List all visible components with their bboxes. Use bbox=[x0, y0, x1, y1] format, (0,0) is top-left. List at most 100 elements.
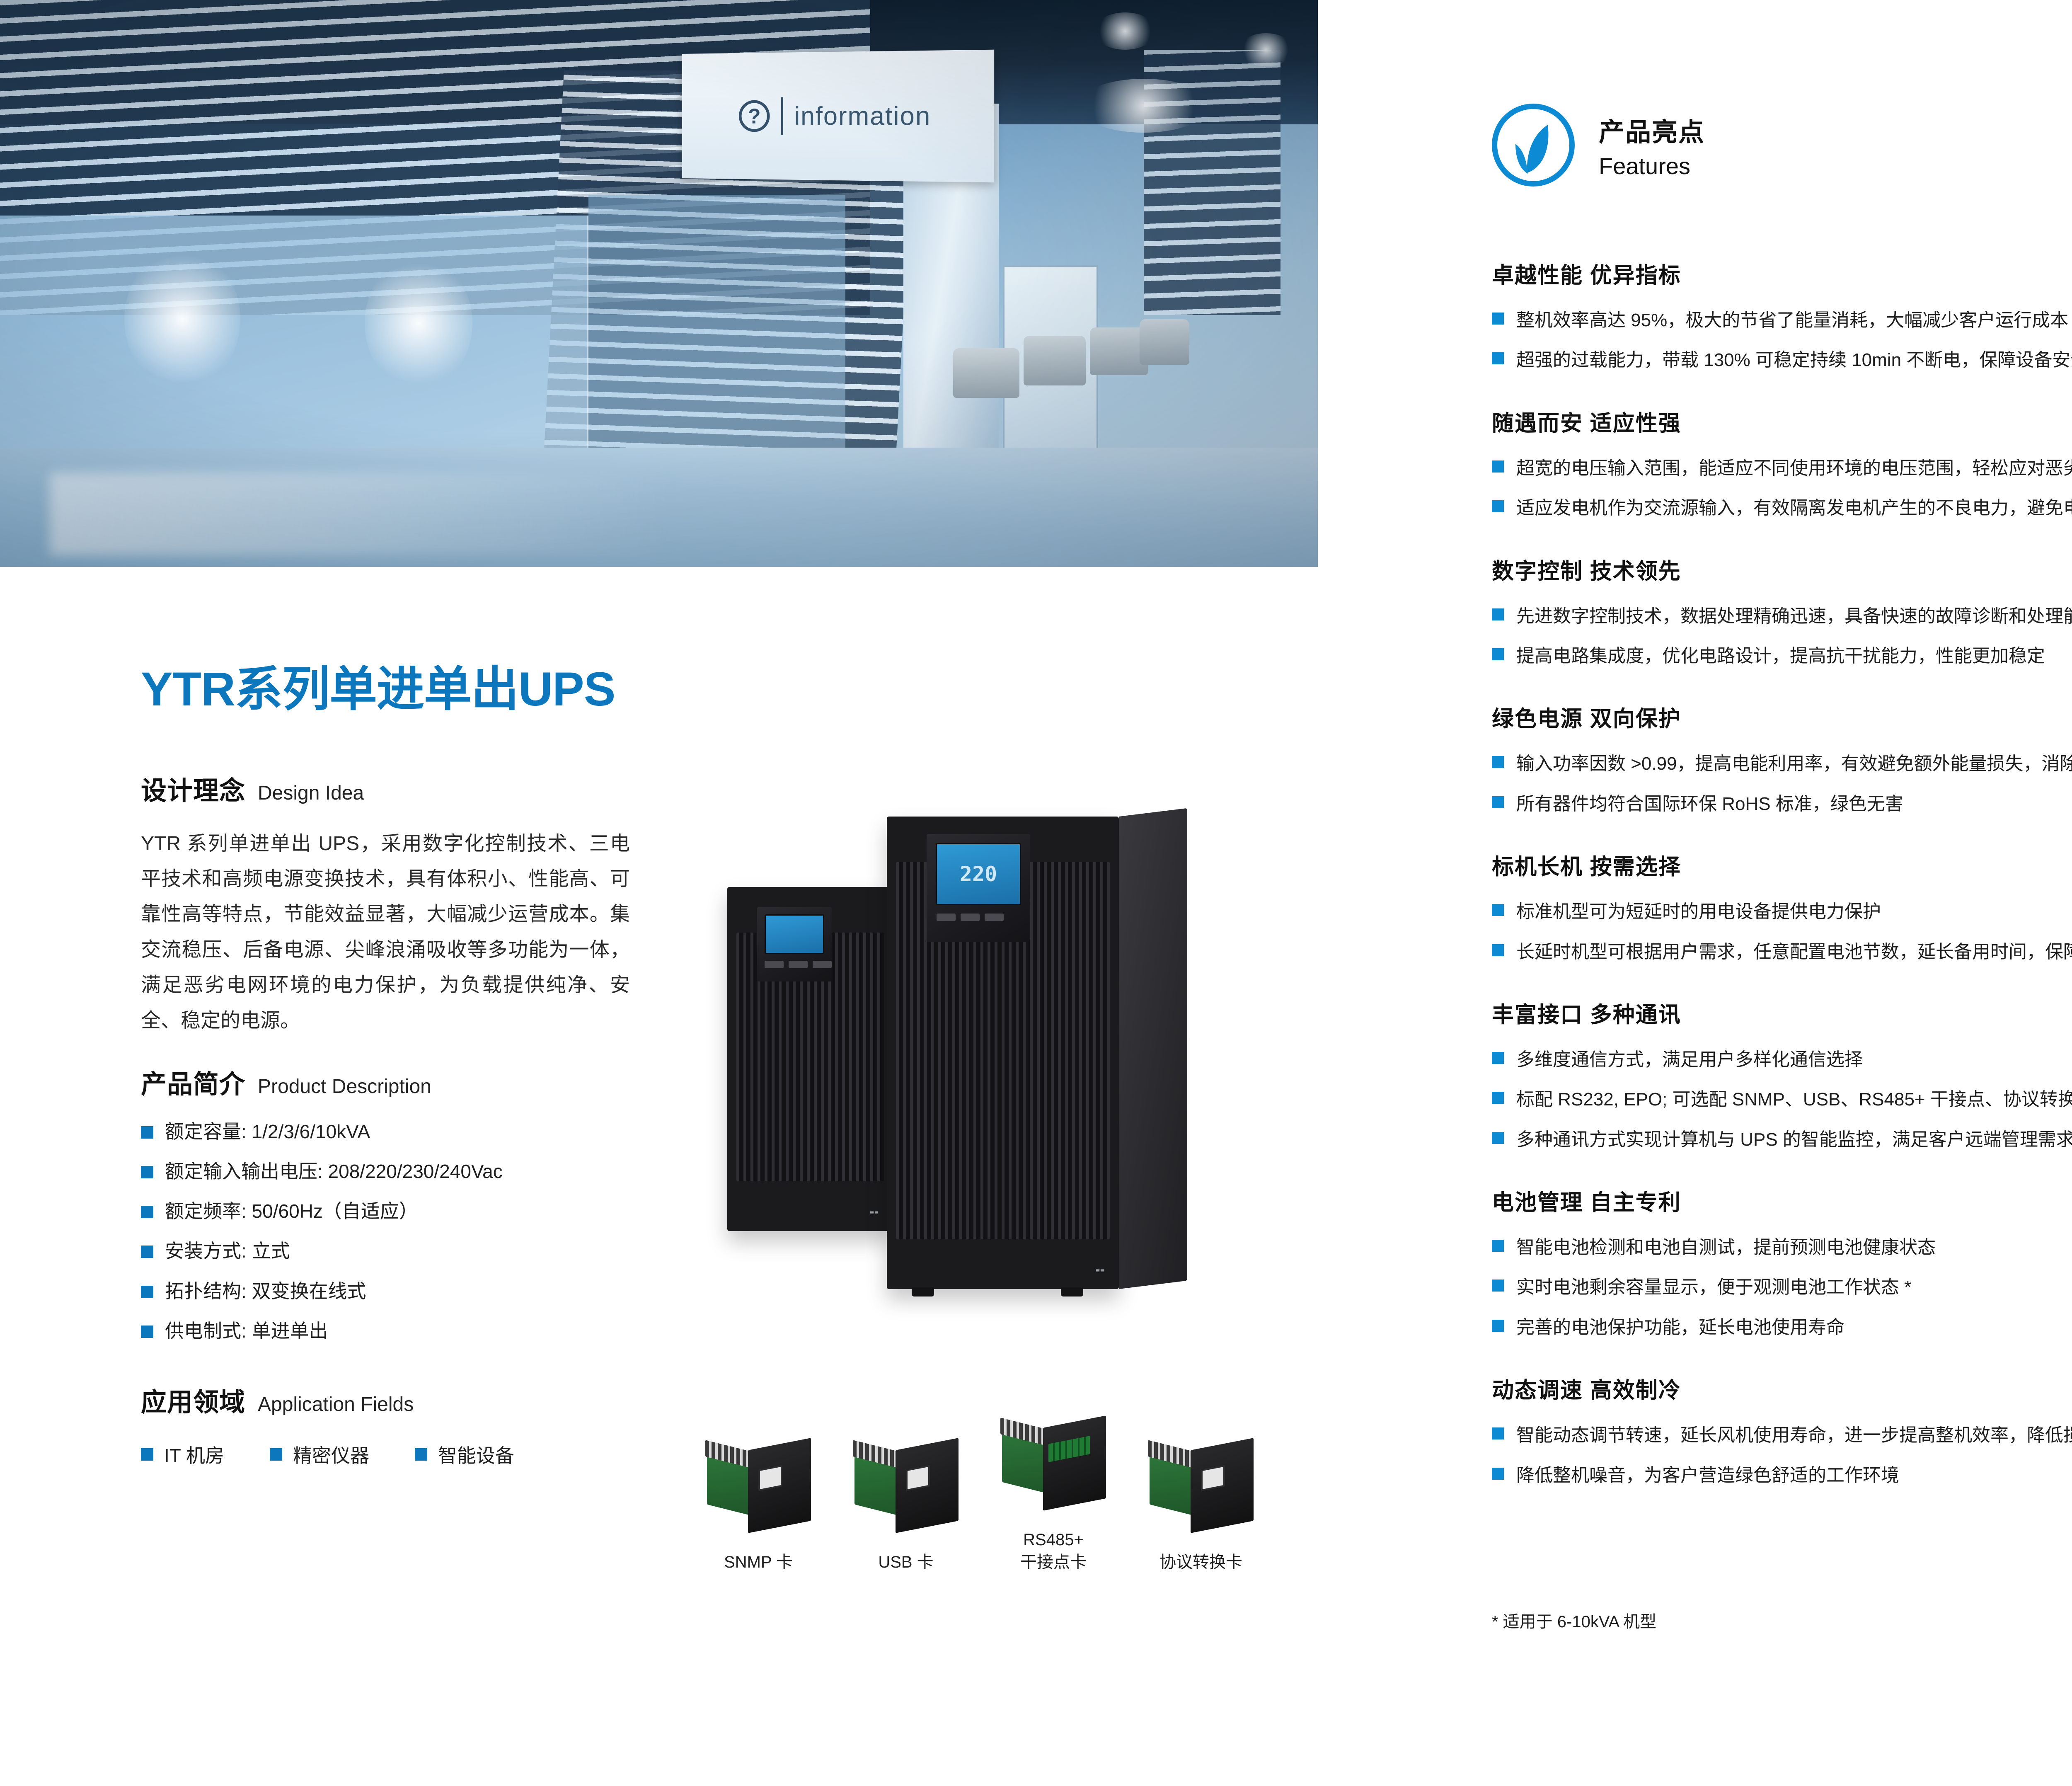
square-bullet-icon bbox=[1492, 904, 1504, 916]
accessory-card-label: RS485+ 干接点卡 bbox=[1020, 1531, 1087, 1571]
square-bullet-icon bbox=[1492, 648, 1504, 660]
square-bullet-icon bbox=[1492, 1240, 1504, 1252]
application-field-label: 精密仪器 bbox=[293, 1444, 369, 1466]
ups-button[interactable] bbox=[985, 914, 1004, 921]
feature-text: 标配 RS232, EPO; 可选配 SNMP、USB、RS485+ 干接点、协… bbox=[1516, 1089, 2072, 1110]
list-item: 长延时机型可根据用户需求，任意配置电池节数，延长备用时间，保障设备用电不间断需求 bbox=[1492, 938, 2072, 967]
ups-unit-large: 220 ≡≡ bbox=[887, 808, 1187, 1296]
spec-text: 拓扑结构: 双变换在线式 bbox=[165, 1280, 366, 1302]
square-bullet-icon bbox=[1492, 608, 1504, 620]
feature-text: 超强的过载能力，带载 130% 可稳定持续 10min 不断电，保障设备安全正常… bbox=[1516, 350, 2072, 371]
brand-logo: ≡≡ bbox=[1096, 1267, 1105, 1275]
page-title: YTR系列单进单出UPS bbox=[141, 663, 615, 716]
square-bullet-icon bbox=[1492, 460, 1504, 473]
application-fields-heading: 应用领域 Application Fields bbox=[141, 1381, 630, 1418]
list-item: 完善的电池保护功能，延长电池使用寿命 bbox=[1492, 1313, 2072, 1342]
design-idea-heading: 设计理念 Design Idea bbox=[141, 770, 630, 807]
feature-text: 实时电池剩余容量显示，便于观测电池工作状态 * bbox=[1516, 1277, 1912, 1298]
feature-text: 降低整机噪音，为客户营造绿色舒适的工作环境 bbox=[1516, 1465, 1899, 1486]
feature-group-title: 电池管理 自主专利 bbox=[1492, 1190, 1681, 1215]
ups-button-row bbox=[765, 961, 832, 968]
square-bullet-icon bbox=[141, 1448, 153, 1461]
ups-foot bbox=[912, 1287, 934, 1296]
list-item: 提高电路集成度，优化电路设计，提高抗干扰能力，性能更加稳定 bbox=[1492, 642, 2072, 671]
list-item: 整机效率高达 95%，极大的节省了能量消耗，大幅减少客户运行成本 bbox=[1492, 306, 2072, 335]
usb-card-image bbox=[852, 1432, 960, 1533]
design-idea-heading-en: Design Idea bbox=[258, 782, 364, 804]
ups-button[interactable] bbox=[765, 961, 784, 968]
feature-text: 智能动态调节转速，延长风机使用寿命，进一步提高整机效率，降低损耗 bbox=[1516, 1425, 2072, 1446]
ups-side-panel bbox=[1119, 808, 1187, 1289]
list-item: 智能电池检测和电池自测试，提前预测电池健康状态 bbox=[1492, 1233, 2072, 1262]
feature-text: 长延时机型可根据用户需求，任意配置电池节数，延长备用时间，保障设备用电不间断需求 bbox=[1516, 941, 2072, 962]
list-item: 实时电池剩余容量显示，便于观测电池工作状态 * bbox=[1492, 1273, 2072, 1302]
application-fields-heading-cn: 应用领域 bbox=[141, 1388, 246, 1417]
list-item: 供电制式: 单进单出 bbox=[141, 1318, 630, 1344]
spec-text: 额定输入输出电压: 208/220/230/240Vac bbox=[165, 1161, 503, 1183]
list-item: 先进数字控制技术，数据处理精确迅速，具备快速的故障诊断和处理能力，保护功能完善，… bbox=[1492, 602, 2072, 631]
square-bullet-icon bbox=[141, 1206, 153, 1219]
feature-group-green-power: 绿色电源 双向保护 输入功率因数 >0.99，提高电能利用率，有效避免额外能量损… bbox=[1492, 701, 2072, 819]
square-bullet-icon bbox=[1492, 1280, 1504, 1292]
feature-group-battery-management: 电池管理 自主专利 智能电池检测和电池自测试，提前预测电池健康状态 实时电池剩余… bbox=[1492, 1185, 2072, 1342]
spec-text: 额定频率: 50/60Hz（自适应） bbox=[165, 1200, 418, 1222]
features-heading-cn: 产品亮点 bbox=[1599, 118, 1705, 147]
feature-text: 多维度通信方式，满足用户多样化通信选择 bbox=[1516, 1049, 1863, 1070]
ups-button[interactable] bbox=[961, 914, 980, 921]
application-field-label: 智能设备 bbox=[438, 1444, 514, 1466]
accessory-card-snmp: SNMP 卡 bbox=[700, 1432, 816, 1573]
ups-button[interactable] bbox=[789, 961, 808, 968]
features-header: 产品亮点 Features bbox=[1492, 104, 2072, 187]
square-bullet-icon bbox=[1492, 756, 1504, 768]
protocol-converter-card-image bbox=[1147, 1432, 1255, 1533]
square-bullet-icon bbox=[1492, 500, 1504, 513]
list-item: 超强的过载能力，带载 130% 可稳定持续 10min 不断电，保障设备安全正常… bbox=[1492, 346, 2072, 375]
square-bullet-icon bbox=[1492, 1319, 1504, 1332]
square-bullet-icon bbox=[141, 1166, 153, 1179]
ceiling-light-icon bbox=[1094, 12, 1156, 50]
square-bullet-icon bbox=[141, 1285, 153, 1298]
list-item: 多维度通信方式，满足用户多样化通信选择 bbox=[1492, 1045, 2072, 1074]
spotlight-glow bbox=[365, 257, 472, 390]
square-bullet-icon bbox=[1492, 944, 1504, 956]
feature-text: 输入功率因数 >0.99，提高电能利用率，有效避免额外能量损失，消除对电网污染，… bbox=[1516, 754, 2072, 774]
ups-button[interactable] bbox=[937, 914, 956, 921]
square-bullet-icon bbox=[1492, 352, 1504, 365]
square-bullet-icon bbox=[141, 1246, 153, 1258]
ups-button[interactable] bbox=[813, 961, 832, 968]
hero-floor-reflection bbox=[50, 473, 671, 555]
accessory-card-rs485: RS485+ 干接点卡 bbox=[995, 1409, 1111, 1573]
product-photo: ≡≡ 220 ≡≡ bbox=[704, 800, 1222, 1347]
list-item: 标配 RS232, EPO; 可选配 SNMP、USB、RS485+ 干接点、协… bbox=[1492, 1085, 2072, 1114]
list-item: 超宽的电压输入范围，能适应不同使用环境的电压范围，轻松应对恶劣用电环境 bbox=[1492, 454, 2072, 483]
list-item: 智能设备 bbox=[414, 1441, 514, 1468]
list-item: 安装方式: 立式 bbox=[141, 1238, 630, 1264]
square-bullet-icon bbox=[414, 1448, 427, 1461]
product-description-heading-en: Product Description bbox=[258, 1076, 431, 1098]
ups-control-panel bbox=[757, 907, 832, 981]
application-fields-heading-en: Application Fields bbox=[258, 1393, 414, 1415]
accessory-card-label: USB 卡 bbox=[878, 1553, 934, 1571]
design-idea-heading-cn: 设计理念 bbox=[141, 776, 246, 805]
square-bullet-icon bbox=[1492, 1427, 1504, 1440]
accessory-card-usb: USB 卡 bbox=[848, 1432, 964, 1573]
brand-logo: ≡≡ bbox=[870, 1209, 879, 1217]
feature-group-digital-control: 数字控制 技术领先 先进数字控制技术，数据处理精确迅速，具备快速的故障诊断和处理… bbox=[1492, 554, 2072, 671]
feature-group-title: 动态调速 高效制冷 bbox=[1492, 1378, 1681, 1403]
spec-list: 额定容量: 1/2/3/6/10kVA 额定输入输出电压: 208/220/23… bbox=[141, 1119, 630, 1344]
feature-text: 超宽的电压输入范围，能适应不同使用环境的电压范围，轻松应对恶劣用电环境 bbox=[1516, 458, 2072, 478]
feature-text: 适应发电机作为交流源输入，有效隔离发电机产生的不良电力，避免电网污染，为负载提供… bbox=[1516, 498, 2072, 519]
lobby-chairs bbox=[953, 319, 1189, 414]
accessory-card-label: 协议转换卡 bbox=[1159, 1553, 1242, 1571]
ceiling-light-icon bbox=[1239, 33, 1293, 66]
ups-control-panel: 220 bbox=[927, 834, 1030, 942]
square-bullet-icon bbox=[141, 1325, 153, 1338]
ups-lcd-display bbox=[765, 914, 824, 954]
feature-group-title: 标机长机 按需选择 bbox=[1492, 855, 1681, 880]
features-column: 产品亮点 Features 卓越性能 优异指标 整机效率高达 95%，极大的节省… bbox=[1492, 104, 2072, 1521]
feature-text: 先进数字控制技术，数据处理精确迅速，具备快速的故障诊断和处理能力，保护功能完善，… bbox=[1516, 606, 2072, 626]
square-bullet-icon bbox=[1492, 1052, 1504, 1064]
square-bullet-icon bbox=[269, 1448, 282, 1461]
square-bullet-icon bbox=[1492, 1467, 1504, 1480]
